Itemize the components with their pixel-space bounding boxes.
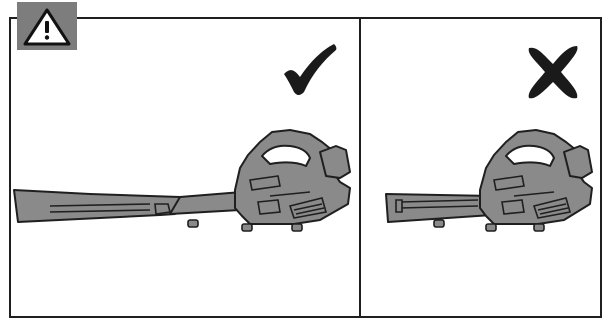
warning-triangle-icon	[17, 2, 77, 50]
checkmark-icon	[280, 40, 340, 100]
blower-with-short-tube-icon	[382, 120, 597, 240]
warning-badge	[17, 2, 77, 50]
cross-icon	[523, 42, 583, 102]
blower-with-long-tube-icon	[10, 120, 355, 240]
